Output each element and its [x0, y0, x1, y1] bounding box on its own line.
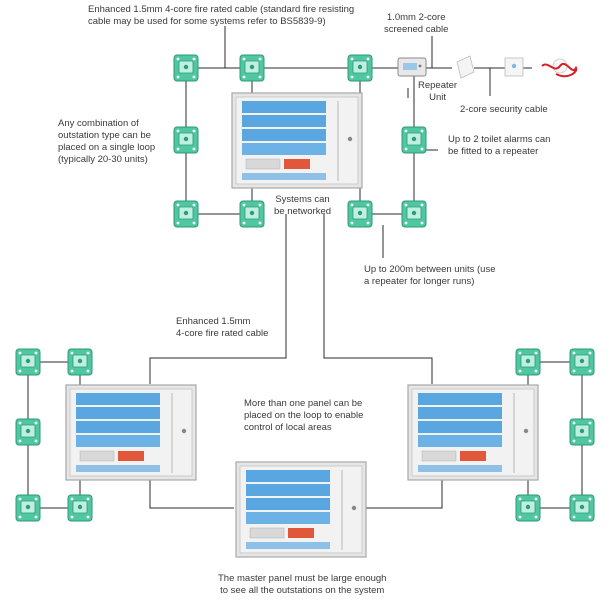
control-panel-icon [231, 92, 363, 189]
repeater-unit-icon [397, 57, 427, 77]
call-point-icon [173, 126, 199, 154]
cable-segment [323, 214, 433, 384]
call-point-icon [67, 348, 93, 376]
call-point-icon [569, 348, 595, 376]
call-point-icon [15, 494, 41, 522]
call-point-icon [347, 200, 373, 228]
call-point-icon [67, 494, 93, 522]
call-point-icon [401, 200, 427, 228]
cable-segment [149, 480, 234, 509]
cable-segment [149, 214, 287, 384]
call-point-icon [569, 418, 595, 446]
cable-segment [364, 480, 443, 509]
call-point-icon [569, 494, 595, 522]
call-point-icon [239, 200, 265, 228]
call-point-icon [515, 348, 541, 376]
call-point-icon [173, 54, 199, 82]
label-security-cable: 2-core security cable [460, 104, 548, 115]
call-point-icon [347, 54, 373, 82]
call-point-icon [15, 418, 41, 446]
call-point-icon [15, 348, 41, 376]
label-enhanced-top: Enhanced 1.5mm 4-core fire rated cable (… [88, 4, 355, 27]
call-point-icon [401, 126, 427, 154]
control-panel-icon [65, 384, 197, 481]
call-point-icon [239, 54, 265, 82]
control-panel-icon [235, 461, 367, 558]
repeater-and-alarms [397, 55, 578, 79]
call-point-icon [173, 200, 199, 228]
pull-cord-icon [456, 55, 578, 79]
call-point-icon [515, 494, 541, 522]
control-panel-icon [407, 384, 539, 481]
